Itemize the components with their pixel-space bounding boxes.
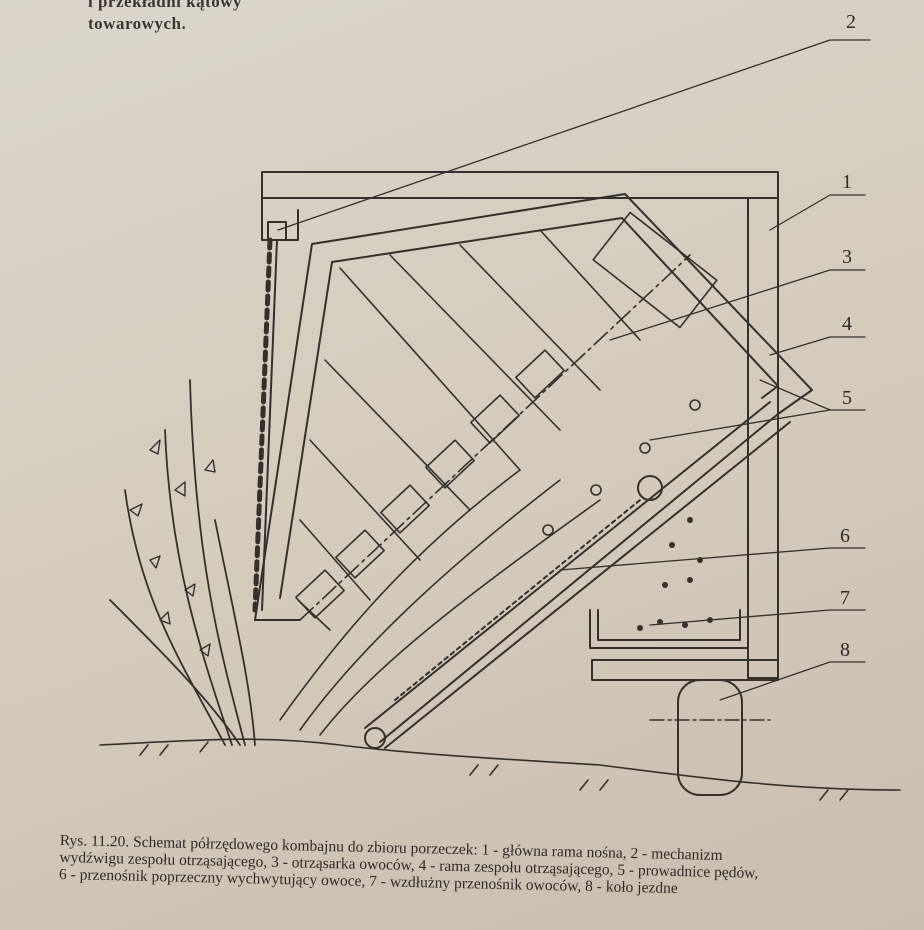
shaker-frame bbox=[254, 193, 813, 743]
label-6: 6 bbox=[840, 525, 850, 547]
label-4: 4 bbox=[842, 313, 852, 335]
callout-labels: 2 1 3 4 5 6 7 8 bbox=[840, 11, 856, 661]
label-5: 5 bbox=[842, 387, 852, 409]
body-text-line: i przekładni kątowy bbox=[88, 0, 243, 11]
wheel bbox=[649, 679, 771, 796]
shaker-rods bbox=[295, 211, 718, 631]
label-7: 7 bbox=[840, 587, 850, 609]
cross-conveyor bbox=[364, 401, 791, 749]
leader-lines bbox=[277, 39, 871, 701]
label-1: 1 bbox=[842, 171, 852, 193]
longitudinal-conveyor bbox=[589, 517, 749, 649]
ground bbox=[99, 738, 901, 801]
shoot-guides bbox=[279, 399, 701, 736]
fruit bbox=[637, 517, 713, 631]
body-text-line: towarowych. bbox=[88, 14, 187, 33]
lifting-chain bbox=[252, 237, 278, 613]
label-2: 2 bbox=[846, 11, 856, 33]
label-3: 3 bbox=[842, 246, 852, 268]
currant-bush bbox=[109, 379, 256, 746]
label-8: 8 bbox=[840, 639, 850, 661]
